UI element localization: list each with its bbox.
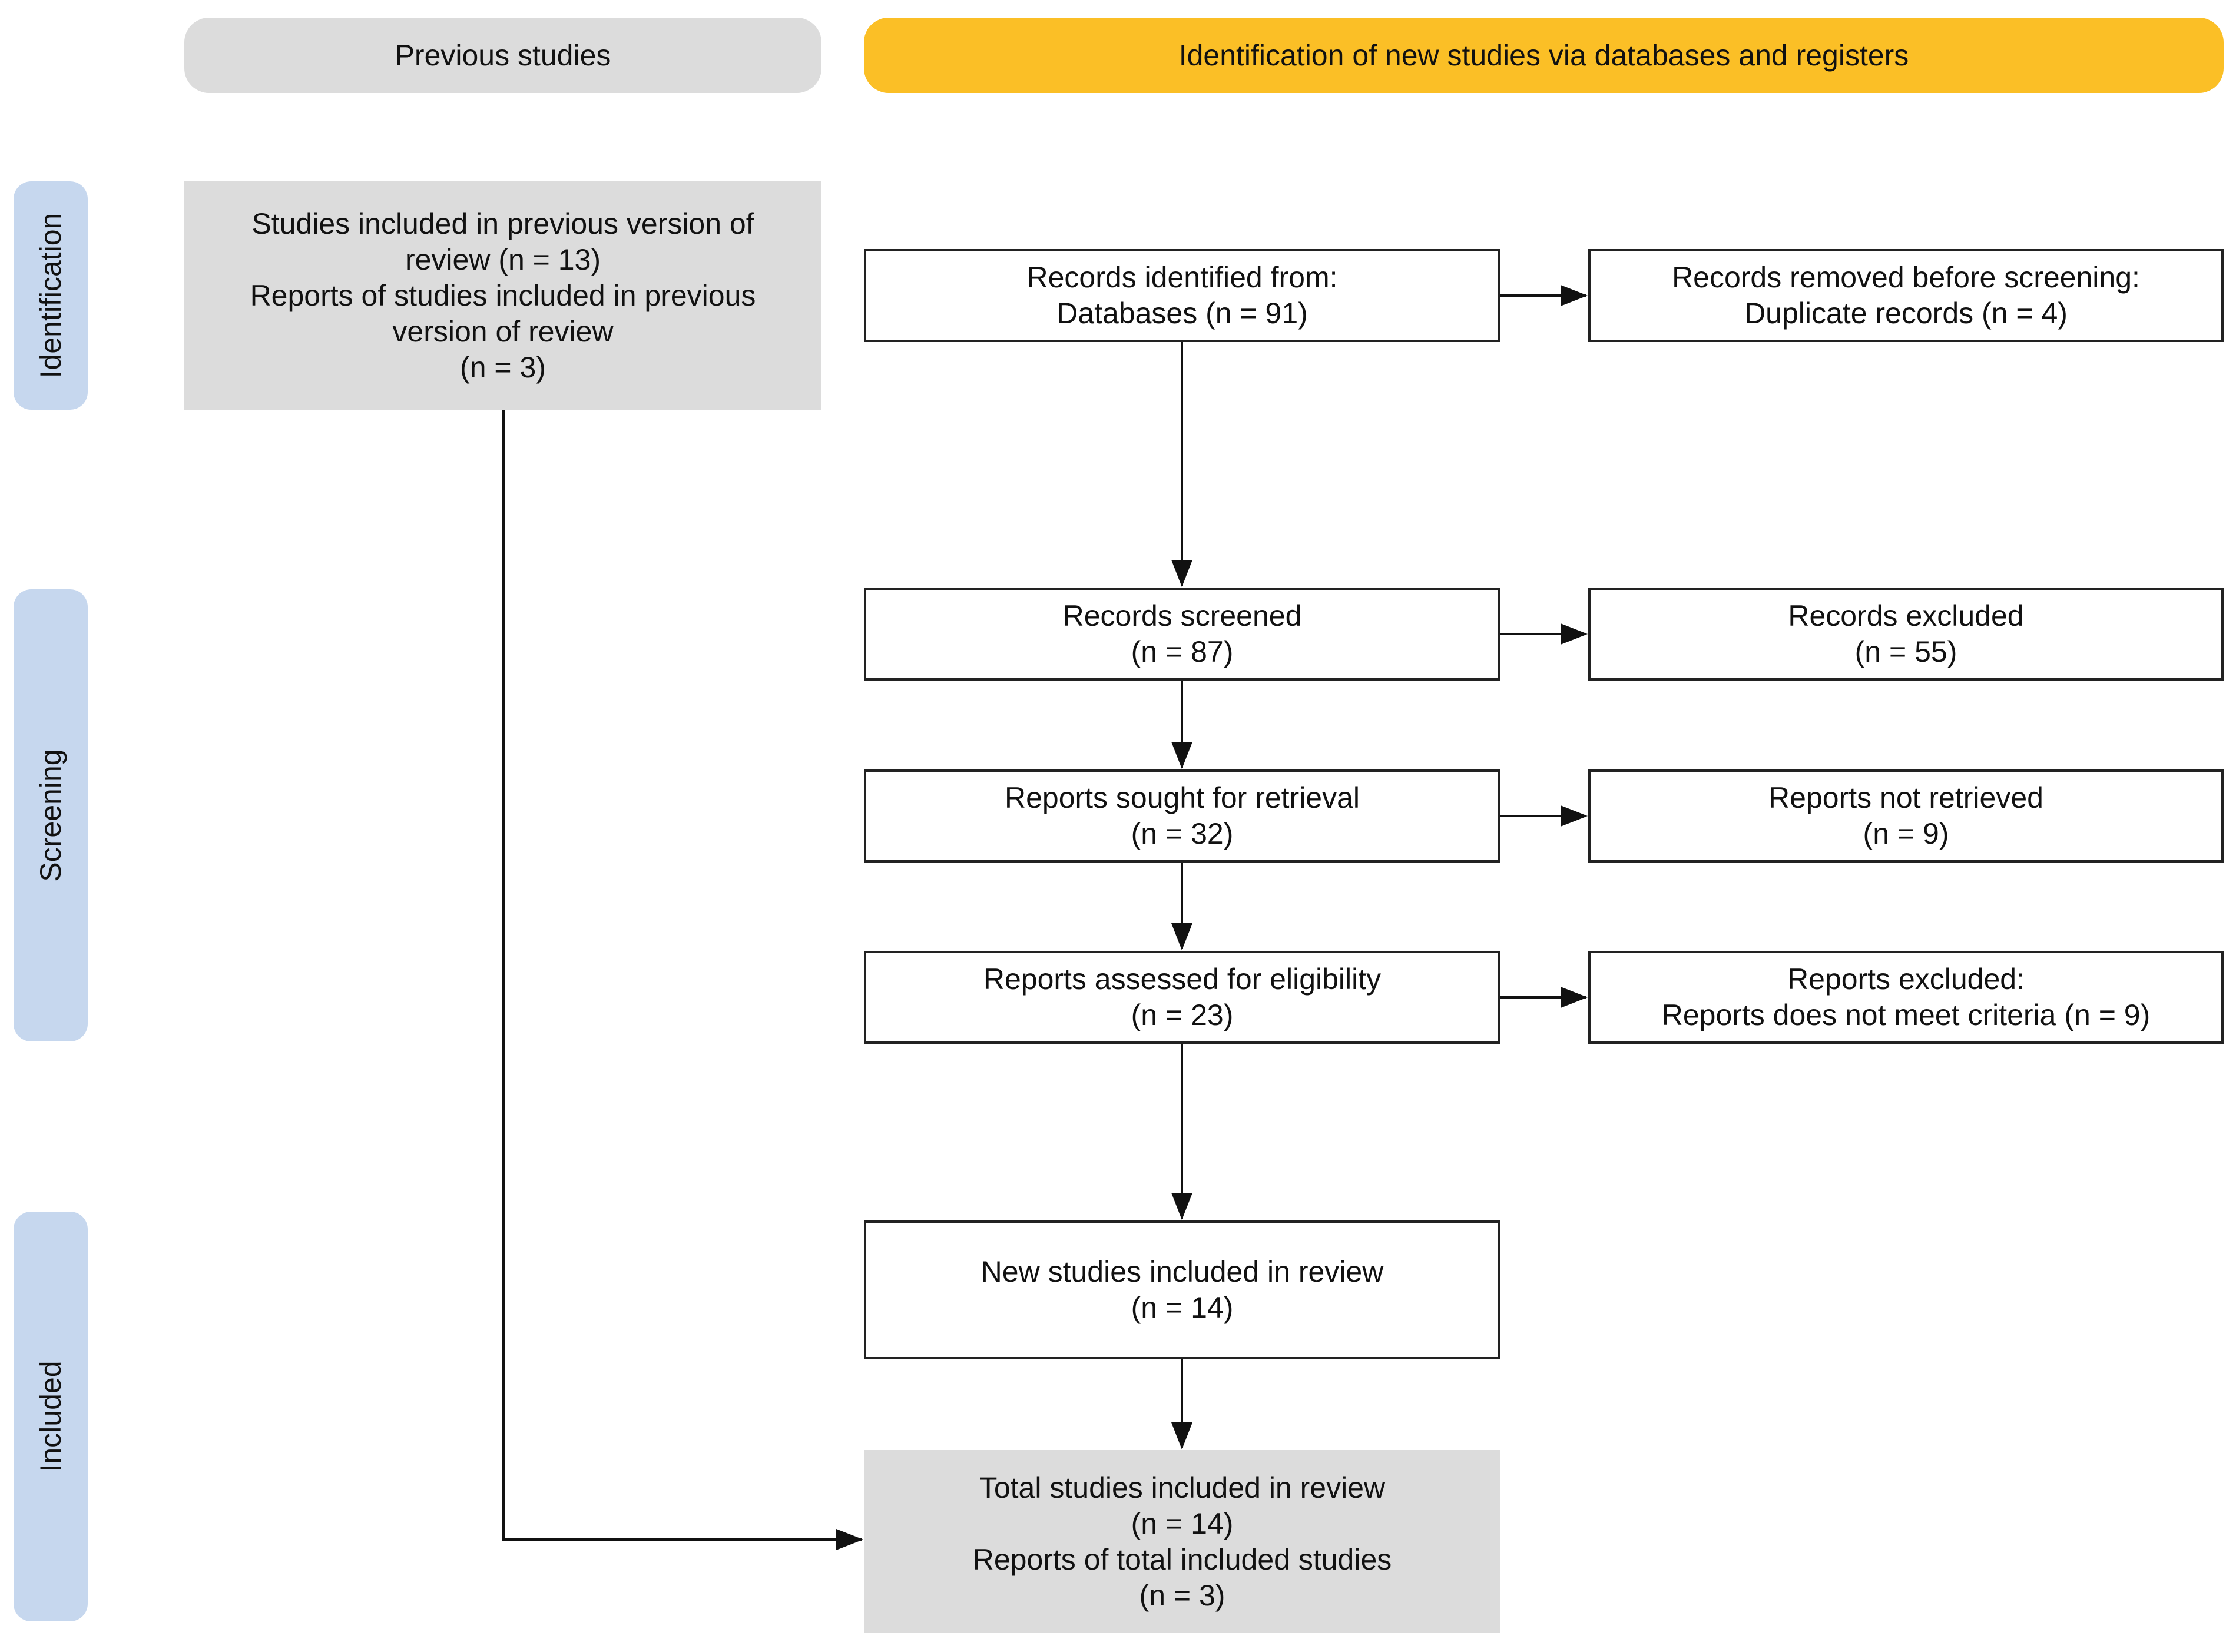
new-studies-included-text-1: New studies included in review [980, 1255, 1384, 1288]
records-screened-box: Records screened (n = 87) [864, 588, 1500, 681]
reports-excluded-box: Reports excluded: Reports does not meet … [1588, 951, 2224, 1044]
records-screened-text-1: Records screened [1062, 599, 1302, 632]
records-removed-text-1: Records removed before screening: [1672, 261, 2140, 294]
records-removed-text-2: Duplicate records (n = 4) [1744, 297, 2068, 330]
phase-included: Included [14, 1212, 88, 1621]
reports-not-retrieved-text-2: (n = 9) [1863, 817, 1949, 850]
previous-studies-text-1: Studies included in previous version of [251, 207, 754, 240]
phase-screening: Screening [14, 589, 88, 1041]
new-studies-header-label: Identification of new studies via databa… [1178, 39, 1909, 72]
previous-studies-text-3: Reports of studies included in previous [250, 278, 756, 312]
records-excluded-text-1: Records excluded [1788, 599, 2024, 632]
total-studies-included-text-2: (n = 14) [1131, 1507, 1234, 1540]
records-identified-box: Records identified from: Databases (n = … [864, 249, 1500, 342]
reports-not-retrieved-text-1: Reports not retrieved [1768, 781, 2043, 814]
previous-studies-text-5: (n = 3) [460, 350, 546, 384]
records-removed-box: Records removed before screening: Duplic… [1588, 249, 2224, 342]
previous-studies-header-label: Previous studies [395, 39, 611, 72]
reports-assessed-text-1: Reports assessed for eligibility [983, 963, 1382, 996]
total-studies-included-box: Total studies included in review (n = 14… [864, 1450, 1500, 1633]
records-screened-text-2: (n = 87) [1131, 635, 1234, 668]
reports-sought-box: Reports sought for retrieval (n = 32) [864, 769, 1500, 863]
new-studies-header: Identification of new studies via databa… [864, 18, 2224, 93]
records-excluded-text-2: (n = 55) [1854, 635, 1957, 668]
records-identified-text-1: Records identified from: [1026, 261, 1338, 294]
reports-sought-text-1: Reports sought for retrieval [1004, 781, 1360, 814]
reports-assessed-box: Reports assessed for eligibility (n = 23… [864, 951, 1500, 1044]
new-studies-included-text-2: (n = 14) [1131, 1291, 1234, 1324]
new-studies-included-box: New studies included in review (n = 14) [864, 1220, 1500, 1359]
reports-excluded-text-1: Reports excluded: [1787, 963, 2025, 996]
phase-included-label: Included [34, 1361, 67, 1472]
previous-studies-box: Studies included in previous version of … [184, 181, 821, 410]
phase-screening-label: Screening [34, 749, 67, 882]
phase-identification: Identification [14, 181, 88, 410]
arrow-previous-to-total [502, 410, 863, 1550]
reports-assessed-text-2: (n = 23) [1131, 999, 1234, 1031]
reports-excluded-text-2: Reports does not meet criteria (n = 9) [1661, 999, 2151, 1031]
records-excluded-box: Records excluded (n = 55) [1588, 588, 2224, 681]
reports-sought-text-2: (n = 32) [1131, 817, 1234, 850]
total-studies-included-text-4: (n = 3) [1139, 1578, 1225, 1612]
previous-studies-header: Previous studies [184, 18, 821, 93]
total-studies-included-text-3: Reports of total included studies [972, 1542, 1392, 1576]
phase-identification-label: Identification [34, 213, 67, 379]
previous-studies-text-4: version of review [392, 314, 614, 348]
total-studies-included-text-1: Total studies included in review [979, 1471, 1386, 1504]
records-identified-text-2: Databases (n = 91) [1056, 297, 1308, 330]
reports-not-retrieved-box: Reports not retrieved (n = 9) [1588, 769, 2224, 863]
previous-studies-text-2: review (n = 13) [405, 243, 601, 276]
